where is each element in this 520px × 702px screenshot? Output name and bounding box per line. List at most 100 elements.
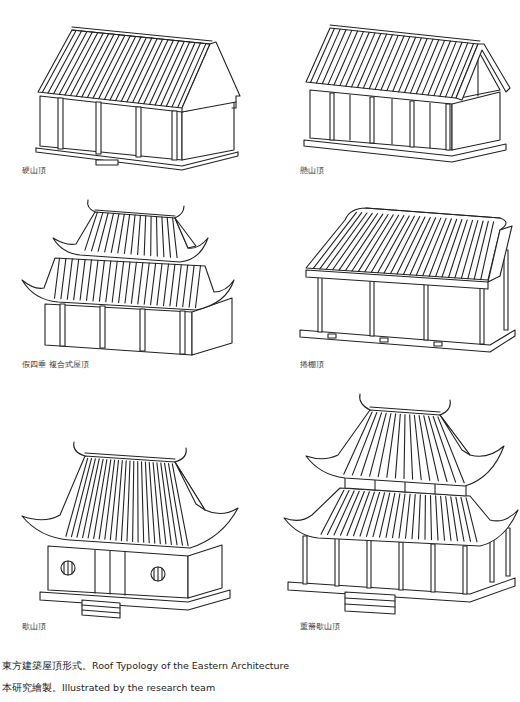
tile-line (127, 461, 130, 541)
tile-line (422, 40, 445, 94)
rolled-ridge-roof-drawing-part (480, 286, 484, 344)
roof-tiles (313, 212, 493, 279)
double-eave-roof-drawing-part (345, 604, 395, 607)
hip-gable-roof-drawing-part (67, 561, 68, 575)
hard-gable-roof-drawing-part (232, 102, 236, 108)
hip-gable-roof-drawing-part (124, 552, 125, 595)
tile-line (157, 264, 162, 305)
tile-line (105, 460, 115, 539)
double-eave-roof-drawing-part (306, 410, 504, 486)
hip-gable-roof-drawing-part (153, 568, 154, 580)
tile-line (137, 462, 139, 542)
rolled-ridge-roof-drawing-part (434, 342, 442, 346)
tile-line (412, 495, 415, 539)
hard-gable-roof-drawing-part (136, 107, 141, 157)
composite-roof-drawing-part (45, 304, 192, 355)
roof-type-label: 歇山頂 (22, 622, 46, 632)
overhanging-gable-roof-drawing-part (304, 140, 506, 162)
roof-type-label: 假四垂 複合式屋頂 (22, 360, 89, 370)
tile-line (358, 34, 381, 88)
composite-roof-drawing-part (53, 212, 208, 262)
tile-line (67, 259, 72, 299)
figure-caption: 東方建築屋頂形式。Roof Typology of the Eastern Ar… (2, 660, 289, 672)
roof-type-label: 硬山頂 (22, 166, 46, 176)
roof-tiles (55, 258, 201, 308)
tile-line (371, 216, 404, 273)
tile-line (406, 494, 411, 538)
tile-line (124, 215, 129, 254)
rolled-ridge-roof-drawing-part (318, 274, 322, 332)
tile-line (99, 36, 131, 99)
tile-line (116, 38, 147, 101)
tile-line (387, 37, 410, 91)
tile-line (85, 212, 98, 250)
tile-line (72, 458, 92, 536)
tile-line (410, 218, 436, 275)
tile-line (440, 42, 462, 96)
tile-line (410, 415, 413, 479)
hip-gable-roof-drawing-part (151, 567, 165, 581)
tile-line (360, 492, 374, 536)
hard-gable-roof-drawing-part (58, 98, 63, 149)
tile-line (367, 492, 380, 536)
overhanging-gable-roof-drawing-part (310, 90, 452, 150)
tile-line (333, 213, 373, 269)
double-eave-roof-drawing-part (345, 598, 395, 601)
double-eave-roof-drawing (284, 394, 518, 614)
tile-line (316, 29, 340, 83)
tile-line (156, 217, 158, 257)
double-eave-roof-drawing-part (370, 407, 440, 412)
overhanging-gable-roof-drawing-part (370, 97, 374, 143)
tile-line (99, 261, 104, 302)
tile-line (434, 42, 456, 96)
roof-type-label: 懸山頂 (300, 166, 324, 176)
tile-line (87, 260, 92, 301)
hip-gable-roof-drawing-part (161, 568, 162, 580)
composite-roof-drawing-part (60, 304, 65, 346)
tile-line (328, 491, 350, 535)
tile-line (144, 216, 146, 255)
tile-line (391, 217, 420, 274)
hip-gable-roof-drawing-part (40, 590, 230, 610)
double-eave-roof-drawing-part (367, 540, 371, 588)
composite-roof-drawing-part (180, 311, 185, 354)
tile-line (131, 262, 136, 303)
tile-line (466, 498, 477, 542)
tile-line (378, 414, 391, 477)
tile-line (74, 259, 79, 299)
overhanging-gable-roof-drawing-part (429, 103, 430, 148)
composite-roof-drawing-part (22, 258, 234, 310)
roof-tiles (321, 490, 477, 542)
roof-tiles (85, 212, 177, 258)
tile-line (431, 496, 432, 540)
tile-line (125, 262, 130, 303)
tile-line (119, 262, 124, 303)
tile-line (144, 263, 149, 304)
hip-gable-roof-drawing-part (61, 561, 75, 575)
hip-gable-roof-drawing-part (48, 546, 188, 598)
hip-gable-roof-drawing-part (109, 551, 110, 594)
tile-line (446, 497, 451, 541)
rolled-ridge-roof-drawing-part (504, 250, 508, 330)
overhanging-gable-roof-drawing-part (452, 92, 500, 150)
tile-line (61, 259, 66, 299)
tile-line (138, 40, 168, 103)
hip-gable-roof-drawing-part (94, 550, 95, 593)
tile-line (380, 493, 390, 537)
tile-line (352, 33, 375, 87)
tile-line (373, 493, 385, 537)
composite-roof-drawing-part (100, 306, 105, 348)
tile-line (428, 41, 450, 95)
tile-line (99, 460, 111, 539)
tile-line (162, 217, 164, 257)
hip-gable-roof-drawing-part (74, 442, 85, 456)
tile-line (346, 32, 369, 86)
tile-line (311, 29, 335, 83)
hip-gable-roof-drawing-part (82, 610, 120, 613)
tile-line (369, 35, 392, 89)
tile-line (416, 218, 441, 275)
composite-roof-drawing-part (175, 206, 184, 218)
tile-line (387, 414, 396, 478)
rolled-ridge-roof-drawing-part (370, 278, 374, 336)
